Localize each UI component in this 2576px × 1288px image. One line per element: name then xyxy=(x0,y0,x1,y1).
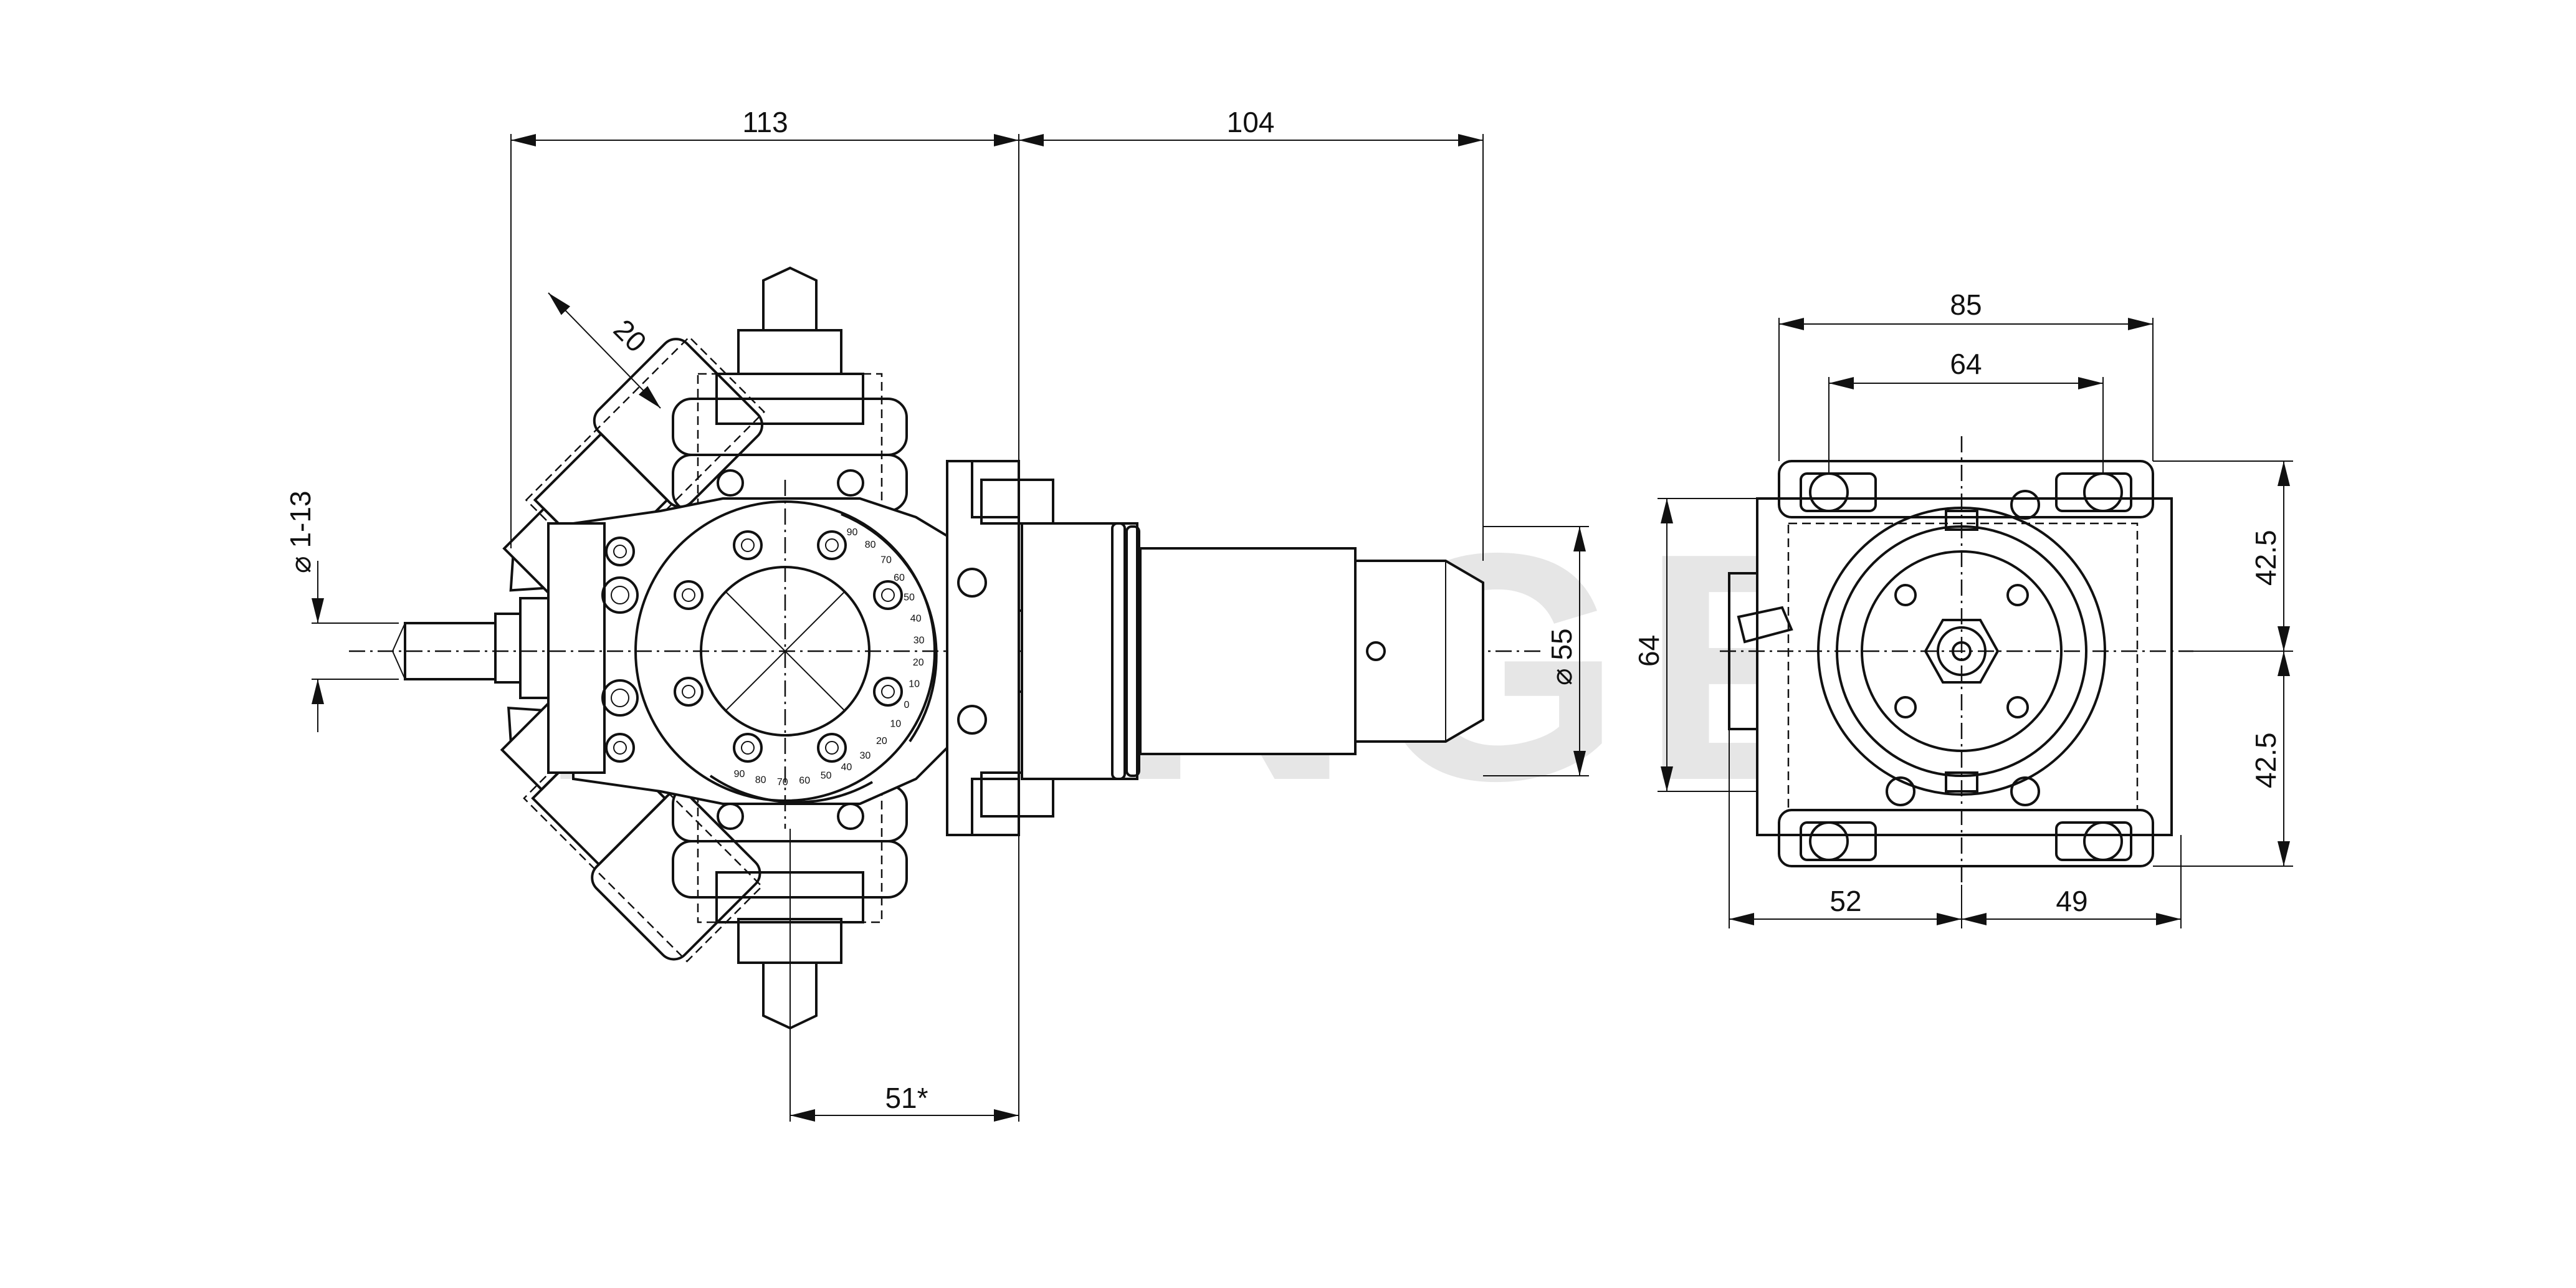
dim-collet-range: ⌀ 1-13 xyxy=(284,490,317,573)
dial-mark: 40 xyxy=(841,762,852,773)
dial-mark: 0 xyxy=(904,700,909,710)
main-housing xyxy=(349,480,1545,829)
dim-shank-diameter: ⌀ 55 xyxy=(1545,628,1578,685)
dial-mark: 90 xyxy=(847,527,858,538)
dial-mark: 30 xyxy=(860,751,871,761)
dial-mark: 80 xyxy=(865,540,876,550)
side-dimensions: 85 64 64 42.5 42.5 52 49 xyxy=(1633,289,2293,928)
side-view xyxy=(1720,436,2193,885)
dim-49: 49 xyxy=(2056,885,2087,917)
dim-104: 104 xyxy=(1227,106,1275,138)
dim-113: 113 xyxy=(742,106,788,138)
housing-bolts xyxy=(601,530,903,763)
dim-51: 51* xyxy=(885,1082,928,1114)
dim-42-5-upper: 42.5 xyxy=(2249,530,2282,586)
front-dimensions: 113 104 51* 20 ⌀ 1-13 ⌀ 55 xyxy=(284,106,1589,1122)
dial-mark: 40 xyxy=(910,613,922,624)
flange-block xyxy=(946,460,1054,836)
shank xyxy=(1021,522,1484,780)
dial-mark: 50 xyxy=(821,771,832,781)
dial-mark: 80 xyxy=(755,775,766,785)
dial-mark: 20 xyxy=(913,657,924,668)
dim-42-5-lower: 42.5 xyxy=(2249,732,2282,788)
dial-mark: 10 xyxy=(890,719,901,730)
dim-64-width: 64 xyxy=(1950,348,1982,380)
dial-mark: 70 xyxy=(880,555,892,566)
dial-mark: 70 xyxy=(777,777,788,788)
tool-top xyxy=(672,266,908,518)
dial-mark: 60 xyxy=(894,573,905,583)
dial-mark: 30 xyxy=(914,636,925,646)
dim-52: 52 xyxy=(1829,885,1861,917)
dim-85: 85 xyxy=(1950,289,1982,321)
dial-mark: 50 xyxy=(904,593,915,603)
dial-mark: 90 xyxy=(734,769,745,780)
dim-64-height: 64 xyxy=(1633,635,1665,667)
dial-mark: 60 xyxy=(799,776,810,786)
dim-20: 20 xyxy=(608,313,653,358)
dial-mark: 10 xyxy=(909,679,920,690)
dial-mark: 20 xyxy=(876,736,887,747)
